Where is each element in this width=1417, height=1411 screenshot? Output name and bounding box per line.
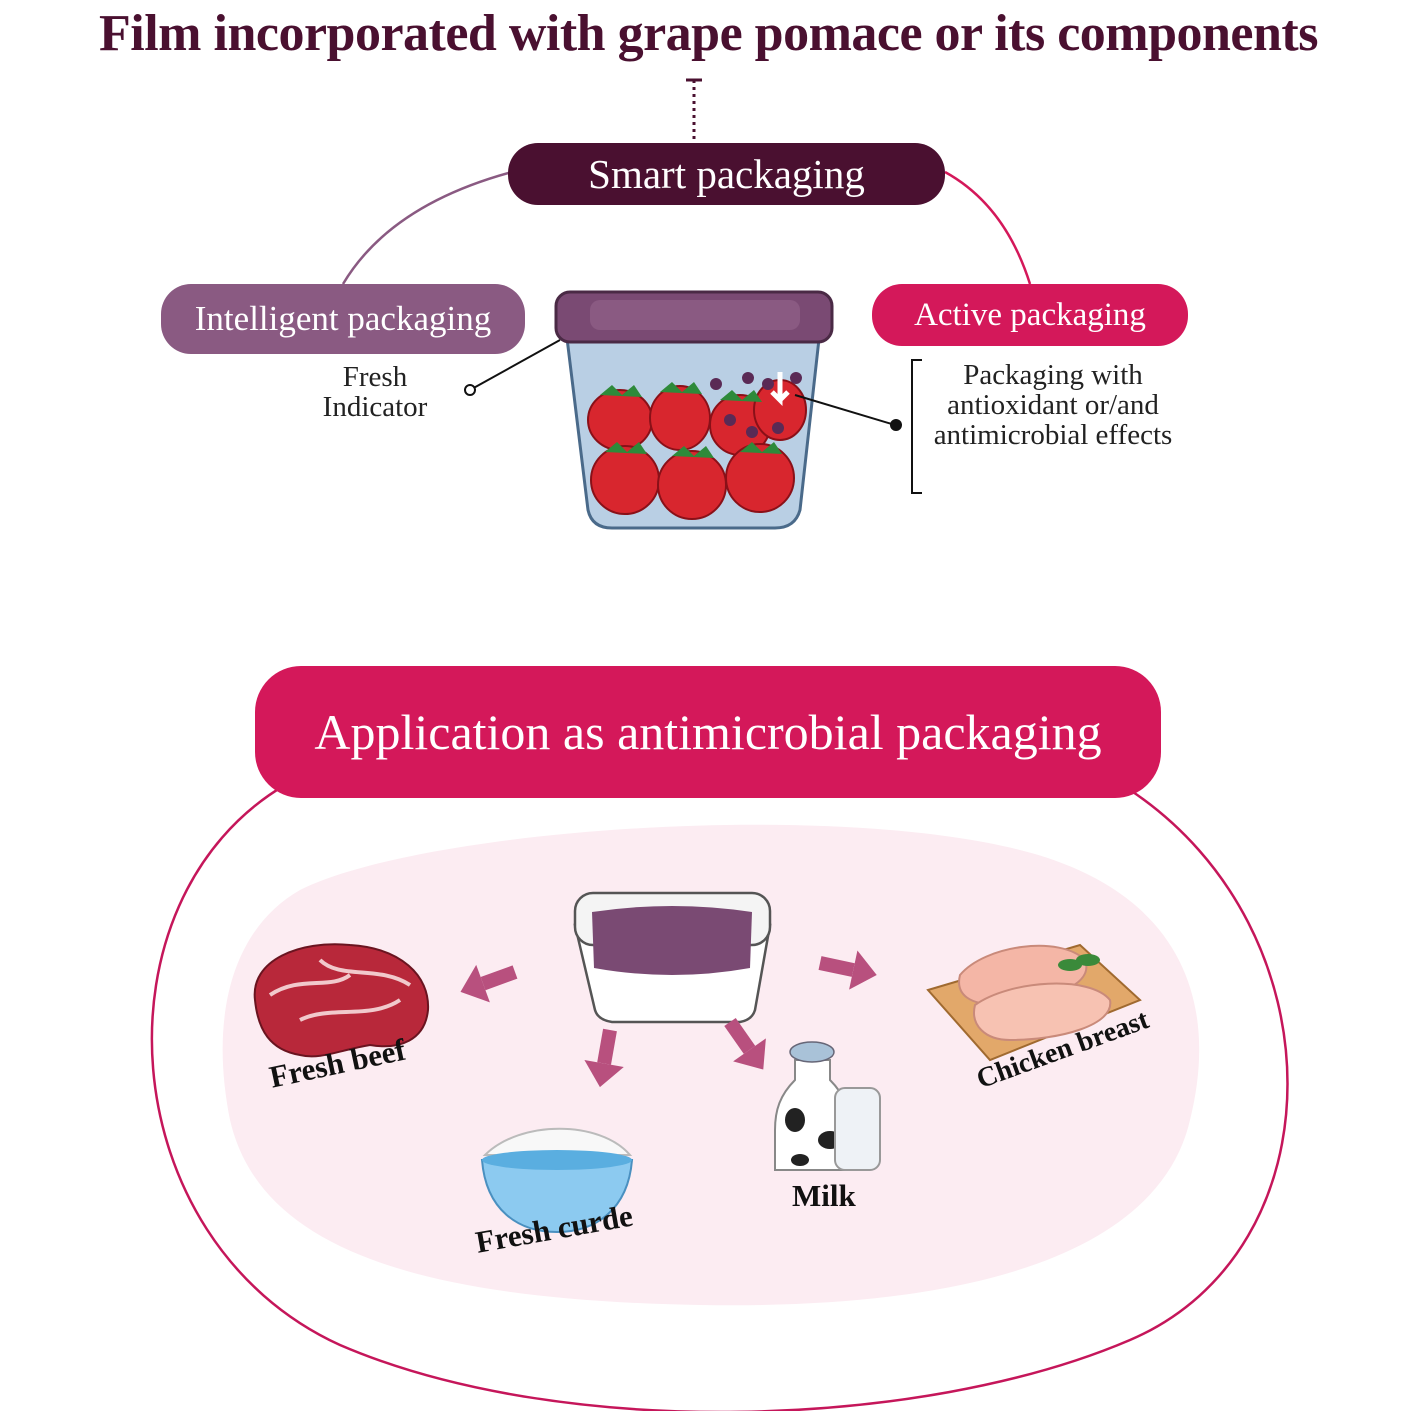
application-box: Application as antimicrobial packaging [255,666,1161,798]
intelligent-packaging-label: Intelligent packaging [194,299,492,338]
arrow-to-milk [724,1017,766,1070]
main-title: Film incorporated with grape pomace or i… [99,5,1318,62]
arrow-to-beef [460,964,518,1003]
connector-intelligent [341,170,513,285]
active-description-line2: antioxidant or/and [947,389,1159,421]
application-background [222,824,1200,1306]
milk-bottle-icon [774,1041,881,1171]
fresh-indicator-line2: Indicator [322,391,428,423]
chicken-breast-icon [926,943,1142,1062]
active-description-line3: antimicrobial effects [933,419,1173,451]
active-packaging-box: Active packaging [872,284,1188,346]
fresh-indicator-label: Fresh Indicator [310,362,440,422]
smart-packaging-box: Smart packaging [508,143,945,205]
packaging-tray-icon [573,891,772,1024]
active-description: Packaging with antioxidant or/and antimi… [918,360,1188,450]
active-packaging-label: Active packaging [914,296,1146,333]
curde-bowl-icon [480,1127,634,1234]
active-description-line1: Packaging with [963,359,1143,391]
food-label-milk: Milk [792,1178,856,1213]
smart-packaging-label: Smart packaging [588,151,865,197]
indicator-pointer [469,339,561,391]
application-outline [150,783,1289,1411]
arrow-to-curde [584,1028,624,1088]
fresh-indicator-line1: Fresh [342,361,408,393]
intelligent-packaging-box: Intelligent packaging [161,284,525,354]
connector-active [944,170,1032,285]
application-label: Application as antimicrobial packaging [314,704,1102,760]
active-bracket [911,359,922,494]
arrow-to-chicken [818,950,877,990]
active-pointer [794,394,896,426]
beef-icon [253,943,430,1058]
strawberry-container-icon [554,290,834,530]
